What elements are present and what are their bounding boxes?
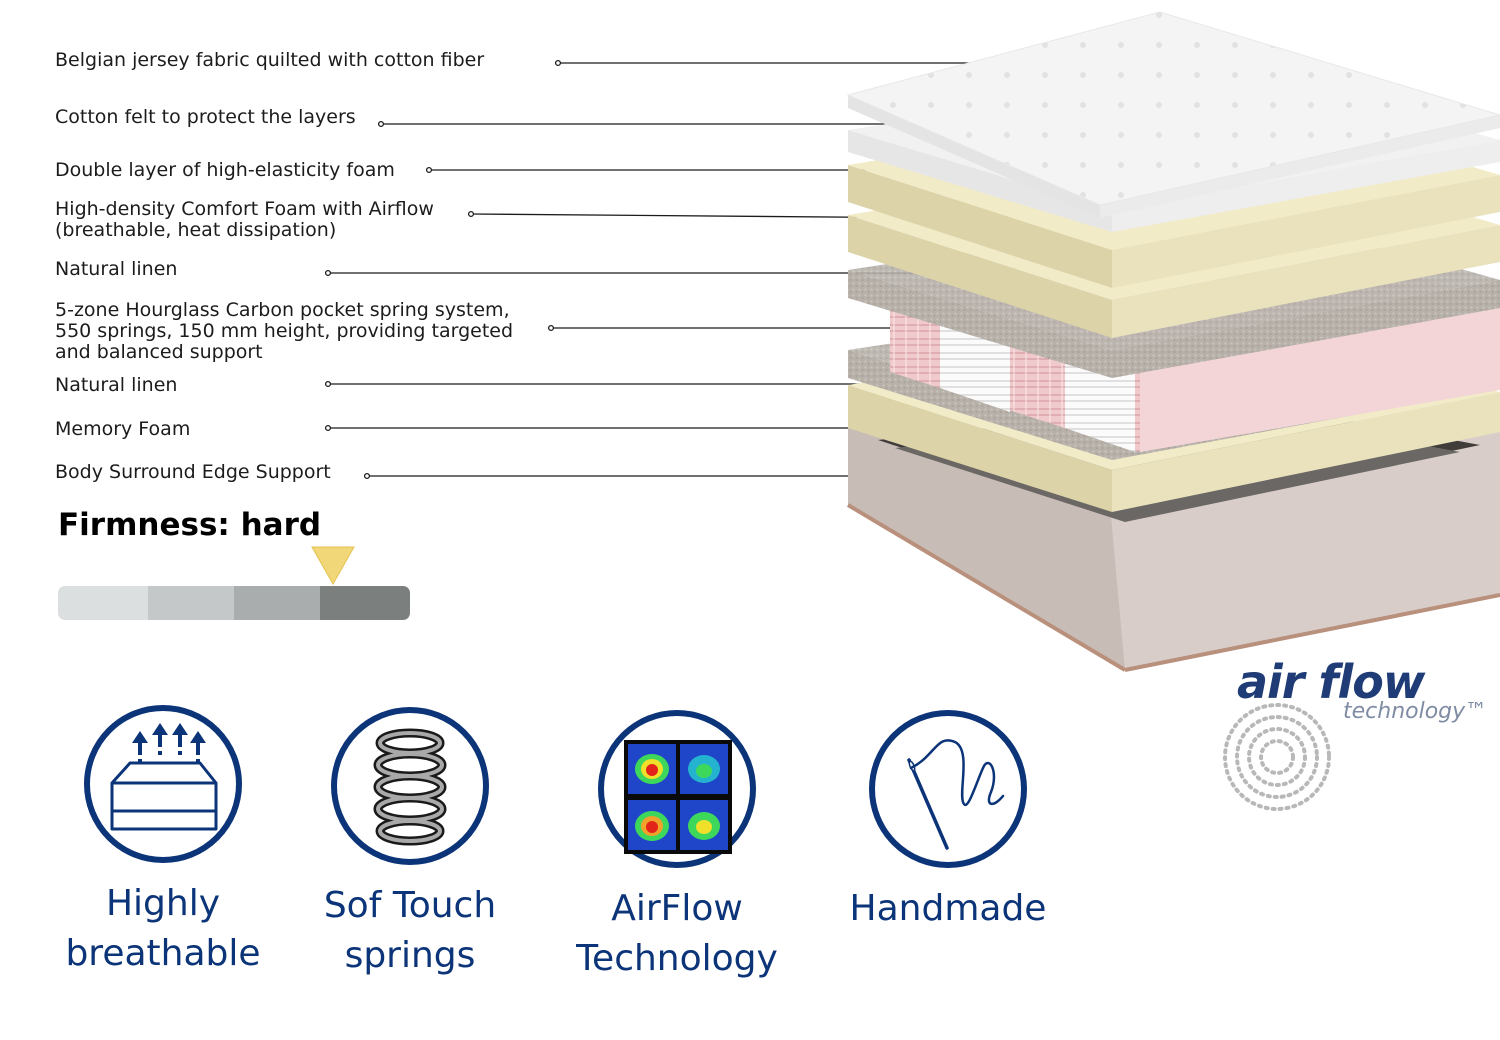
layer-label-natural-linen-top: Natural linen <box>55 258 178 280</box>
firmness-scale <box>58 586 410 620</box>
firmness-segment-1 <box>58 586 148 620</box>
feature-circle <box>869 710 1027 868</box>
layer-label-cotton-felt: Cotton felt to protect the layers <box>55 106 356 128</box>
firmness-title: Firmness: hard <box>58 507 322 543</box>
feature-label-line2: breathable <box>65 933 261 974</box>
feature-label-line2: springs <box>344 935 476 976</box>
thermal-map-icon <box>624 740 732 854</box>
firmness-segment-2 <box>148 586 234 620</box>
feature-label-line2: Technology <box>576 938 778 979</box>
firmness-segment-4 <box>320 586 410 620</box>
breathable-mattress-icon <box>110 723 218 831</box>
feature-sof-touch-springs: Sof Touch springs <box>280 707 540 981</box>
airflow-logo-tagline: technology™ <box>1343 699 1488 724</box>
layer-label-pocket-springs: 5-zone Hourglass Carbon pocket spring sy… <box>55 299 514 363</box>
spring-icon <box>373 728 447 846</box>
feature-circle <box>598 710 756 868</box>
layer-label-comfort-foam: High-density Comfort Foam with Airflow (… <box>55 198 434 241</box>
jersey-fabric-top-layer <box>846 11 1500 218</box>
feature-circle <box>331 707 489 865</box>
feature-label-line1: Handmade <box>849 888 1047 929</box>
airflow-logo: air flow technology™ <box>1215 655 1490 815</box>
feature-highly-breathable: Highly breathable <box>33 705 293 979</box>
firmness-segment-3 <box>234 586 320 620</box>
layer-label-natural-linen-bottom: Natural linen <box>55 374 178 396</box>
layer-label-double-foam: Double layer of high-elasticity foam <box>55 159 395 181</box>
layer-label-edge-support: Body Surround Edge Support <box>55 461 331 483</box>
airflow-logo-wordmark: air flow <box>1237 655 1425 709</box>
feature-airflow-technology: AirFlow Technology <box>547 710 807 984</box>
needle-thread-icon <box>907 739 1005 850</box>
layer-label-memory-foam: Memory Foam <box>55 418 191 440</box>
feature-label-line1: AirFlow <box>611 888 743 929</box>
feature-handmade: Handmade <box>818 710 1078 934</box>
layer-label-jersey-fabric: Belgian jersey fabric quilted with cotto… <box>55 49 485 71</box>
airflow-swirl-icon <box>1223 703 1331 811</box>
feature-circle <box>84 705 242 863</box>
feature-label-line1: Sof Touch <box>323 885 497 926</box>
mattress-layers-illustration <box>846 11 1500 672</box>
feature-label-line1: Highly <box>105 883 221 924</box>
firmness-pointer-icon <box>311 546 355 586</box>
